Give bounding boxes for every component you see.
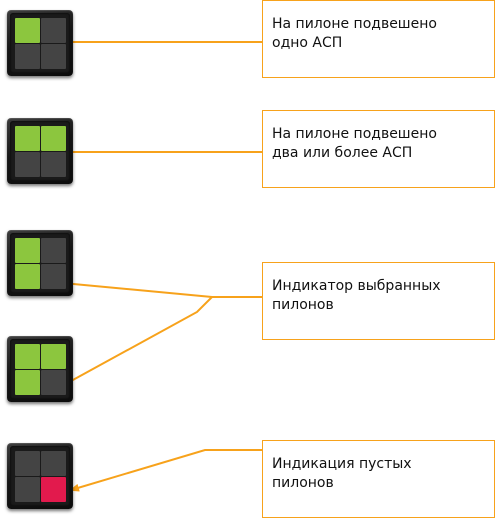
pylon-indicator-selected-a bbox=[7, 230, 73, 296]
cell-off bbox=[41, 451, 66, 476]
cell-off bbox=[15, 152, 40, 177]
cell-off bbox=[41, 238, 66, 263]
callout-line: пилонов bbox=[272, 475, 334, 491]
cell-selected bbox=[15, 264, 40, 289]
callout-line: одно АСП bbox=[272, 35, 343, 51]
callout-line: На пилоне подвешено bbox=[272, 126, 437, 142]
cell-off bbox=[41, 44, 66, 69]
callout-line: пилонов bbox=[272, 297, 334, 313]
cell-loaded bbox=[15, 126, 40, 151]
cell-off bbox=[41, 264, 66, 289]
cell-loaded bbox=[15, 18, 40, 43]
cell-selected bbox=[15, 238, 40, 263]
cell-loaded bbox=[41, 126, 66, 151]
leader-selected-bottom bbox=[38, 296, 213, 399]
cell-selected bbox=[15, 344, 40, 369]
callout-line: Индикация пустых bbox=[272, 456, 412, 472]
callout-line: два или более АСП bbox=[272, 145, 413, 161]
cell-off bbox=[15, 451, 40, 476]
callout-line: На пилоне подвешено bbox=[272, 16, 437, 32]
cell-selected bbox=[41, 344, 66, 369]
leader-empty bbox=[69, 449, 262, 492]
leader-selected-top bbox=[50, 278, 262, 298]
cell-off bbox=[15, 44, 40, 69]
cell-off bbox=[15, 477, 40, 502]
callout-selected: Индикатор выбранных пилонов bbox=[262, 262, 495, 340]
cell-off bbox=[41, 370, 66, 395]
pylon-indicator-selected-b bbox=[7, 336, 73, 402]
cell-off bbox=[41, 152, 66, 177]
callout-one-weapon: На пилоне подвешено одно АСП bbox=[262, 0, 495, 78]
pylon-indicator-one-weapon bbox=[7, 10, 73, 76]
callout-empty: Индикация пустых пилонов bbox=[262, 440, 495, 518]
callout-line: Индикатор выбранных bbox=[272, 278, 441, 294]
cell-off bbox=[41, 18, 66, 43]
cell-empty bbox=[41, 477, 66, 502]
cell-selected bbox=[15, 370, 40, 395]
callout-two-or-more: На пилоне подвешено два или более АСП bbox=[262, 110, 495, 188]
pylon-indicator-two-or-more bbox=[7, 118, 73, 184]
pylon-indicator-empty bbox=[7, 443, 73, 509]
